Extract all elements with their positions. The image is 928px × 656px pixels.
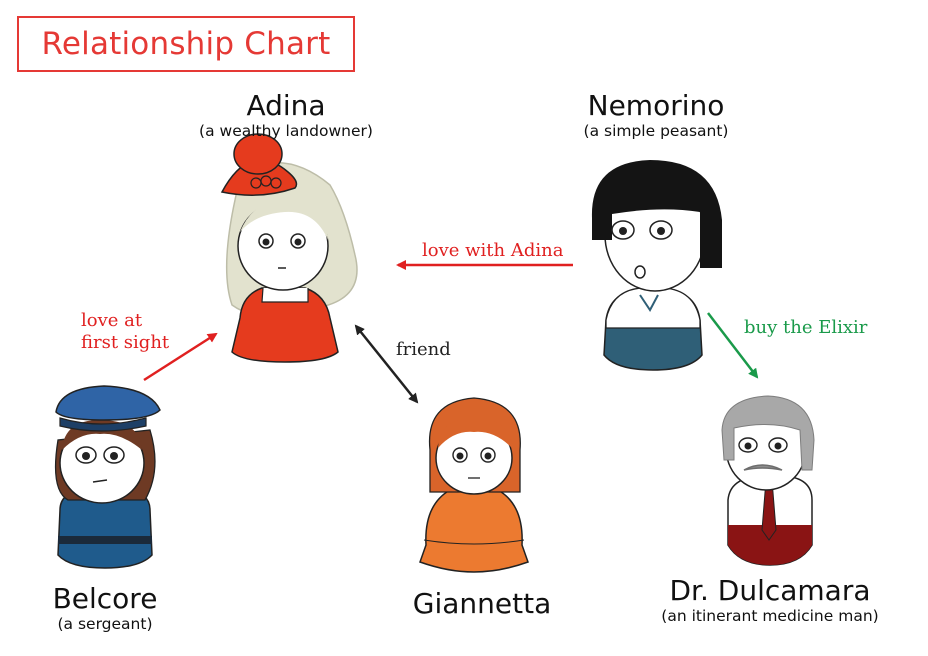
belcore-name: Belcore [52,582,158,615]
adina-name: Adina [246,89,326,122]
adina-description: (a wealthy landowner) [199,122,373,140]
dulcamara-name: Dr. Dulcamara [669,574,871,607]
relation-love-at-first-sight: love at first sight [81,310,169,354]
belcore-label: Belcore (a sergeant) [25,582,185,634]
relation-friend: friend [396,339,451,360]
giannetta-label: Giannetta [392,588,572,620]
nemorino-label: Nemorino (a simple peasant) [556,89,756,141]
arrow-buy-elixir [707,312,759,379]
nemorino-name: Nemorino [587,89,725,122]
relation-love-at: love at [81,310,143,331]
belcore-figure [54,385,161,569]
arrow-love-first-sight [143,332,218,382]
adina-figure [220,133,358,363]
relation-love-with-adina: love with Adina [422,240,564,261]
relation-first-sight: first sight [81,332,170,353]
belcore-description: (a sergeant) [57,615,153,633]
nemorino-figure [591,160,722,371]
dulcamara-description: (an itinerant medicine man) [661,607,879,625]
giannetta-figure [419,397,529,573]
dulcamara-label: Dr. Dulcamara (an itinerant medicine man… [640,574,900,626]
relation-buy-the-elixir: buy the Elixir [744,317,868,338]
arrow-friend [354,324,419,404]
chart-title-box: Relationship Chart [17,16,355,72]
giannetta-name: Giannetta [412,587,552,620]
adina-label: Adina (a wealthy landowner) [186,89,386,141]
nemorino-description: (a simple peasant) [583,122,729,140]
dulcamara-figure [721,395,815,566]
chart-title: Relationship Chart [41,26,331,62]
